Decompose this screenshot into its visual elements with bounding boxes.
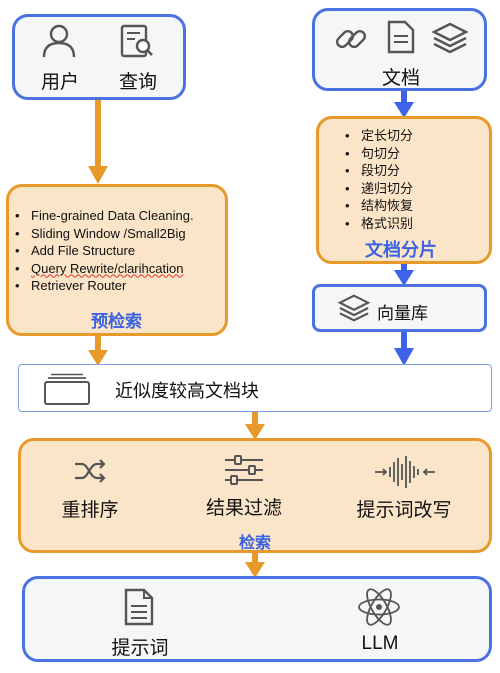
result-filter-label: 结果过滤 [205, 498, 282, 519]
stacked-docs-icon [44, 373, 90, 405]
layers-icon [431, 22, 469, 54]
similar-docs-box: 近似度较高文档块 [18, 364, 492, 412]
retrieval-box: 重排序 结果过滤 提示词改写 检索 [18, 438, 492, 553]
list-item: Query Rewrite/clarihcation [13, 260, 194, 278]
list-item: Retriever Router [13, 277, 194, 295]
user-query-box: 用户 查询 [12, 14, 186, 100]
link-icon [335, 29, 367, 49]
list-item: 格式识别 [343, 215, 413, 233]
document-box: 文档 [312, 8, 487, 91]
pre-retrieval-box: Fine-grained Data Cleaning. Sliding Wind… [6, 184, 228, 336]
user-icon [42, 24, 76, 58]
list-item: Sliding Window /Small2Big [13, 225, 194, 243]
list-item: 定长切分 [343, 127, 413, 145]
pre-retrieval-title: 预检索 [91, 312, 142, 331]
user-label: 用户 [40, 72, 79, 93]
document-label: 文档 [381, 68, 420, 89]
chunking-title: 文档分片 [365, 240, 437, 260]
shuffle-icon [75, 459, 106, 483]
chunking-list: 定长切分 句切分 段切分 递归切分 结构恢复 格式识别 [343, 127, 413, 232]
chunking-box: 定长切分 句切分 段切分 递归切分 结构恢复 格式识别 文档分片 [316, 116, 492, 264]
list-item: 结构恢复 [343, 197, 413, 215]
vector-store-box: 向量库 [312, 284, 487, 332]
layers-icon [337, 294, 371, 322]
vector-store-label: 向量库 [377, 304, 428, 323]
list-item: Add File Structure [13, 242, 194, 260]
list-item: 递归切分 [343, 180, 413, 198]
retrieval-title: 检索 [239, 535, 272, 552]
document-icon [387, 20, 415, 54]
pre-retrieval-list: Fine-grained Data Cleaning. Sliding Wind… [13, 207, 194, 295]
similar-docs-label: 近似度较高文档块 [115, 381, 259, 401]
search-document-icon [120, 24, 153, 58]
list-item: 句切分 [343, 145, 413, 163]
rerank-label: 重排序 [61, 500, 119, 521]
llm-label: LLM [361, 633, 399, 654]
list-item: 段切分 [343, 162, 413, 180]
list-item: Fine-grained Data Cleaning. [13, 207, 194, 225]
prompt-rewrite-label: 提示词改写 [356, 500, 452, 521]
atom-icon [358, 588, 400, 626]
prompt-label: 提示词 [111, 638, 169, 659]
waveform-icon [375, 456, 435, 488]
sliders-icon [225, 455, 263, 485]
output-box: 提示词 LLM [22, 576, 492, 662]
query-rewrite-text: Query Rewrite/clarihcation [31, 260, 184, 276]
query-label: 查询 [118, 72, 157, 93]
document-icon [124, 588, 154, 626]
